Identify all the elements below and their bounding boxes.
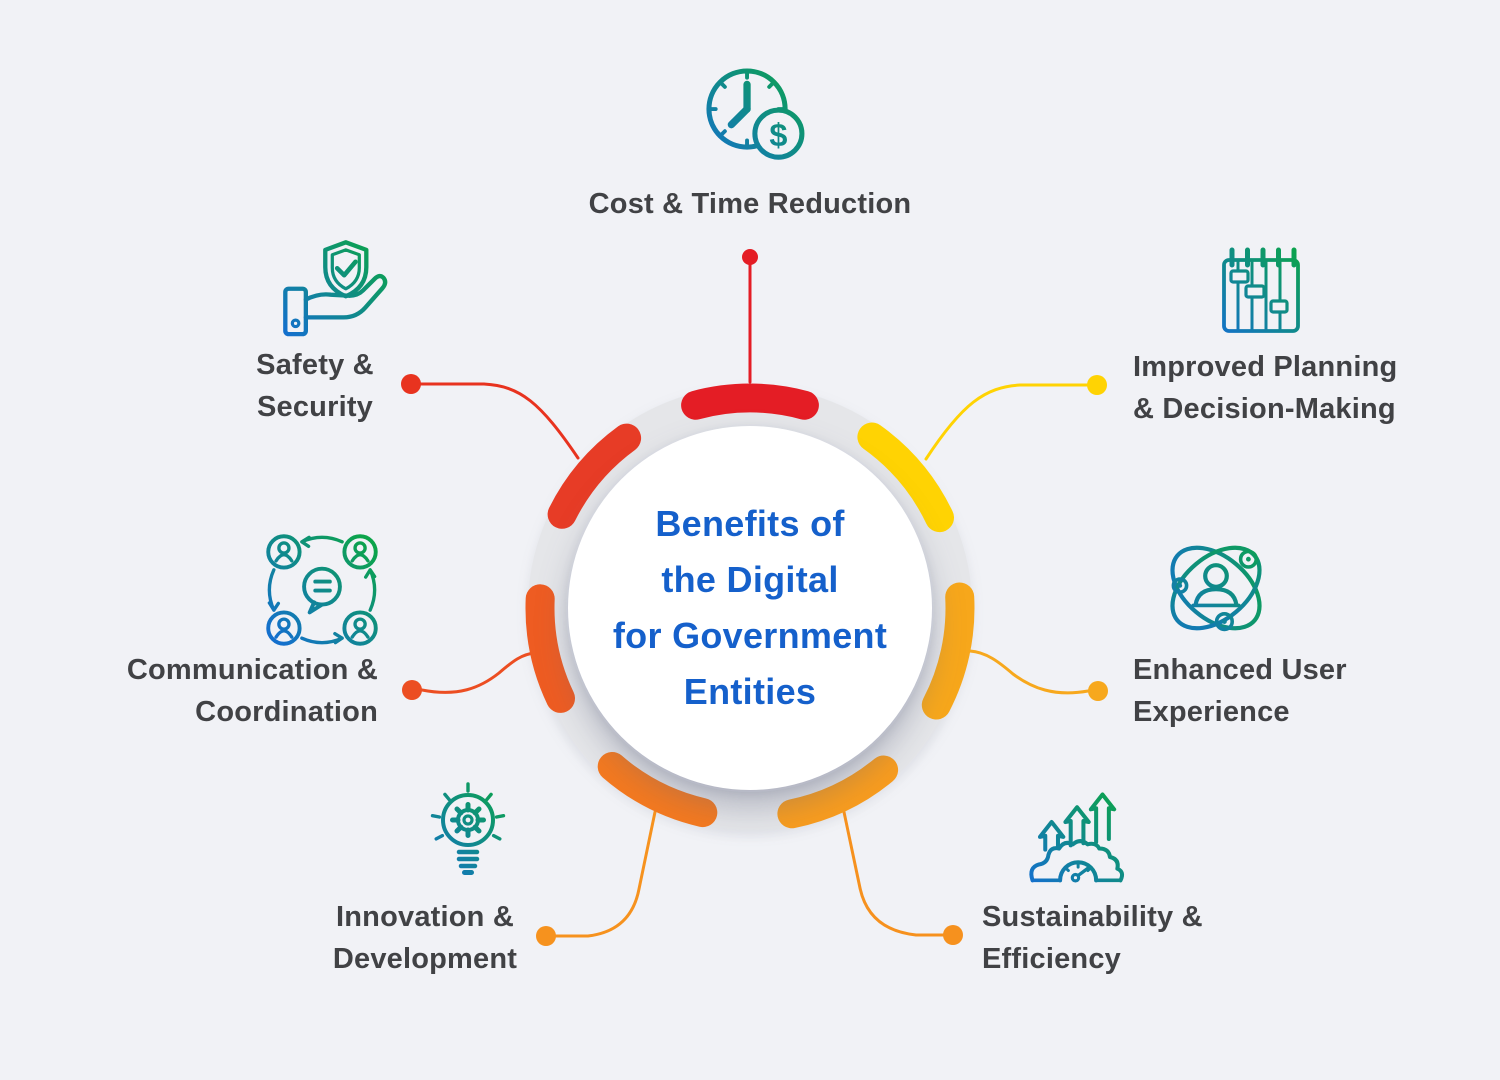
label-communication-coordination: Communication & Coordination xyxy=(60,649,378,733)
communication-icon xyxy=(266,534,378,646)
title-line: for Government xyxy=(612,615,888,656)
clock-dollar-icon: $ xyxy=(706,68,805,160)
page-title: Benefits of the Digital for Government E… xyxy=(613,496,887,720)
connector-communication-coordination xyxy=(420,651,537,694)
shield-hand-icon xyxy=(283,240,388,337)
connector-dot-innovation-development xyxy=(536,926,556,946)
ring-segment-left-deep-orange xyxy=(525,584,575,713)
clock-face xyxy=(706,68,805,160)
connector-dot-enhanced-user-experience xyxy=(1088,681,1108,701)
dollar-glyph: $ xyxy=(769,117,787,153)
user-orbit-shape xyxy=(1170,545,1262,632)
ring-segment-right-amber xyxy=(921,582,975,720)
label-line: Coordination xyxy=(195,696,378,728)
connector-dot-safety-security xyxy=(401,374,421,394)
label-line: Efficiency xyxy=(982,943,1121,975)
label-line: Cost & Time Reduction xyxy=(588,188,912,220)
connector-improved-planning-decision-making xyxy=(924,383,1089,461)
lightbulb-gear-icon xyxy=(430,782,506,875)
label-line: Development xyxy=(332,943,518,975)
ring-segment-top-left-red xyxy=(547,423,642,529)
title-line: Benefits of xyxy=(655,503,845,544)
label-sustainability-efficiency: Sustainability & Efficiency xyxy=(982,896,1322,980)
connector-dot-sustainability-efficiency xyxy=(943,925,963,945)
gantt-chart-icon xyxy=(1222,247,1300,333)
ring-segment-top-right-yellow xyxy=(857,422,954,533)
label-improved-planning: Improved Planning & Decision-Making xyxy=(1133,346,1493,430)
label-line: Communication & xyxy=(126,654,378,686)
shield-hand-shape xyxy=(283,240,388,337)
dollar-badge xyxy=(752,107,805,160)
label-line: & Decision-Making xyxy=(1133,393,1396,425)
communication-shape xyxy=(266,534,378,646)
user-orbit-icon xyxy=(1170,545,1262,632)
label-enhanced-user-experience: Enhanced User Experience xyxy=(1133,649,1463,733)
growth-gauge-icon xyxy=(1029,792,1125,883)
lightbulb-shape xyxy=(430,782,506,875)
label-line: Security xyxy=(256,391,374,423)
connector-dot-communication-coordination xyxy=(402,680,422,700)
label-line: Experience xyxy=(1133,696,1290,728)
gauge-shape xyxy=(1058,860,1099,883)
gear-shape xyxy=(450,802,486,838)
connector-innovation-development xyxy=(554,810,657,938)
connector-dot-improved-planning-decision-making xyxy=(1087,375,1107,395)
ring-segment-bottom-left-orange xyxy=(597,752,718,828)
gantt-shape xyxy=(1222,247,1300,333)
person-shape xyxy=(1191,563,1241,608)
growth-gauge-shape xyxy=(1029,792,1125,883)
center-circle: Benefits of the Digital for Government E… xyxy=(568,426,932,790)
title-line: Entities xyxy=(683,671,817,712)
label-cost-time-reduction: Cost & Time Reduction xyxy=(400,183,1100,225)
label-line: Safety & xyxy=(256,349,374,381)
ring-segment-top-red xyxy=(681,383,819,420)
connector-sustainability-efficiency xyxy=(842,810,945,937)
label-line: Sustainability & xyxy=(982,901,1203,933)
connector-safety-security xyxy=(419,382,580,460)
label-line: Innovation & xyxy=(335,901,514,933)
title-line: the Digital xyxy=(661,559,839,600)
label-line: Improved Planning xyxy=(1133,351,1398,383)
label-line: Enhanced User xyxy=(1133,654,1347,686)
label-safety-security: Safety & Security xyxy=(165,344,465,428)
connector-enhanced-user-experience xyxy=(968,649,1090,695)
connector-dot-cost-time-reduction xyxy=(742,249,758,265)
label-innovation-development: Innovation & Development xyxy=(255,896,595,980)
ring-segment-bottom-right-orange xyxy=(777,755,899,829)
